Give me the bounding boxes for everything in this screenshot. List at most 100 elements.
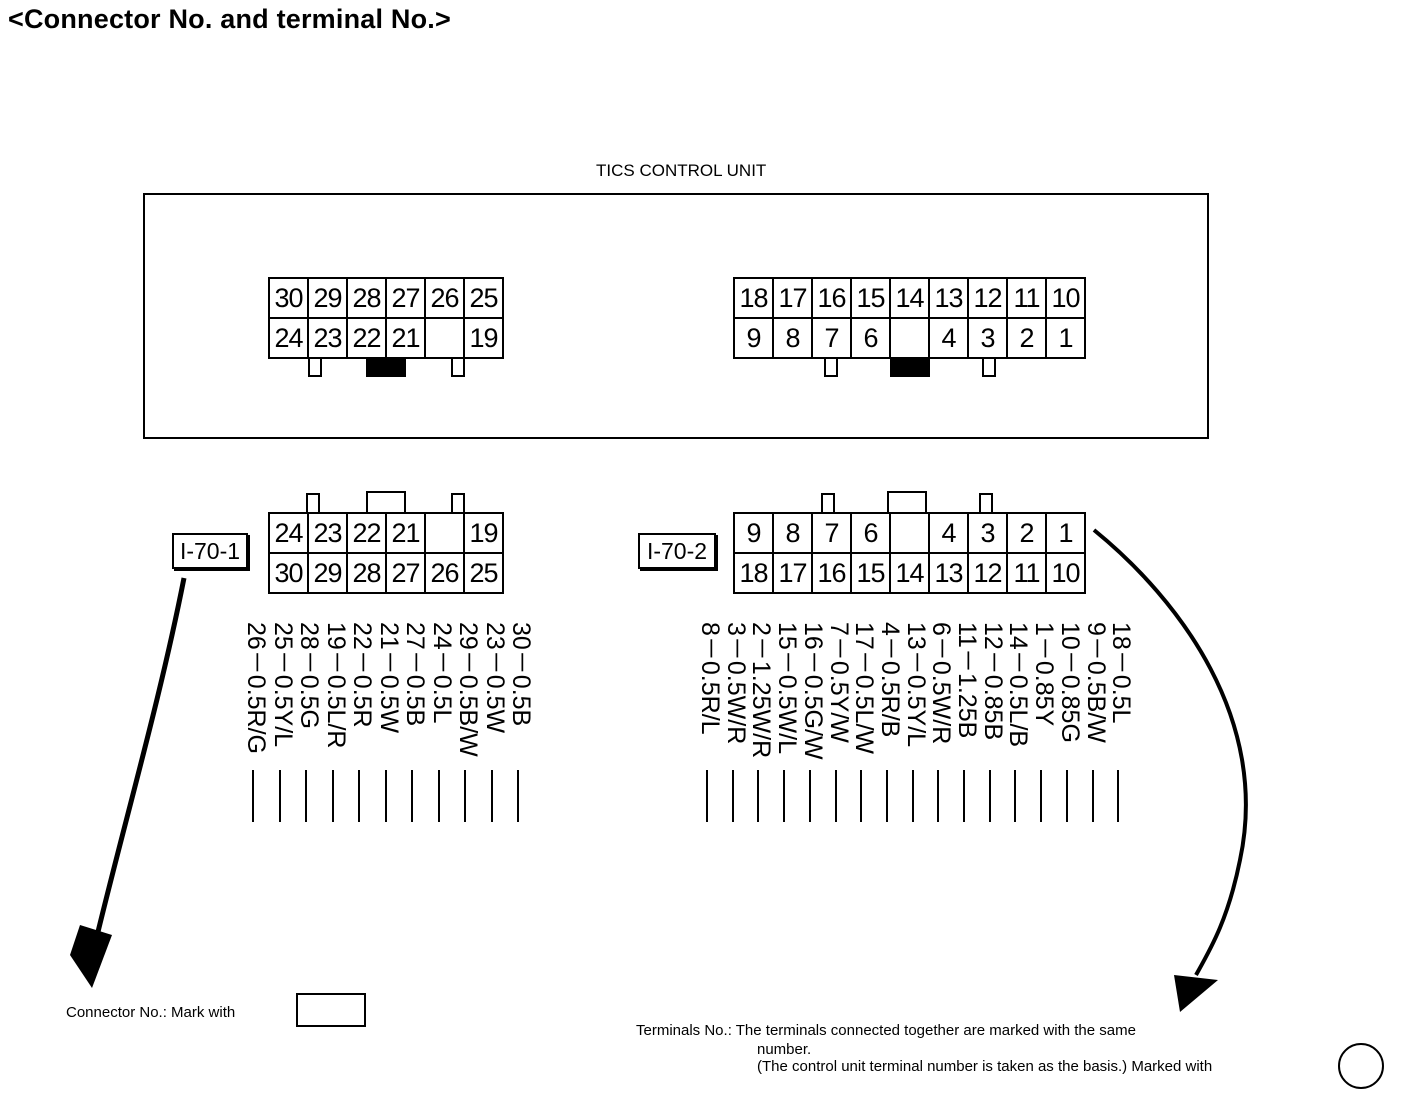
harness-2-wire-line [937, 770, 940, 822]
harness-1-wire-line [358, 770, 360, 822]
harness-2-wire-line [834, 770, 837, 822]
harness-1-wire-line [411, 770, 413, 822]
unit-left-terminal-23: 23 [307, 317, 348, 359]
connector-label-i70-2: I-70-2 [638, 533, 716, 569]
harness-2-tab-b-icon [979, 493, 993, 514]
unit-left-terminal-21: 21 [385, 317, 426, 359]
unit-left-tab-b-icon [451, 357, 465, 377]
harness-1-wire: 23－0.5W [481, 622, 517, 822]
harness-2-terminal-15: 15 [850, 552, 891, 594]
connector-no-note: Connector No.: Mark with [66, 1004, 236, 1021]
harness-1-wire-line [278, 770, 281, 822]
terminal-mark-circle-symbol [1338, 1043, 1384, 1089]
connector-mark-box-symbol [296, 993, 366, 1027]
unit-right-terminal-1: 1 [1045, 317, 1086, 359]
unit-left-terminal-27: 27 [385, 277, 426, 319]
harness-2-wire-line [911, 770, 914, 822]
harness-2-wire: 2－1.25W/R [747, 622, 783, 822]
harness-1-wire-line [517, 770, 519, 822]
harness-2-wire-line [1117, 770, 1120, 822]
connector-label-i70-1: I-70-1 [172, 533, 248, 569]
harness-1-wire-line [490, 770, 493, 822]
harness-1-tab-b-icon [451, 493, 465, 514]
harness-1-wire: 24－0.5L [428, 622, 464, 822]
unit-right-terminal-6: 6 [850, 317, 891, 359]
harness-2-wire-line [731, 770, 734, 822]
arrow-to-terminal-mark [1092, 528, 1248, 1012]
unit-left-tab-a-icon [308, 357, 322, 377]
harness-2-wire: 10－0.85G [1056, 622, 1092, 822]
unit-right-terminal-2: 2 [1006, 317, 1047, 359]
harness-2-lock-icon [887, 491, 927, 514]
unit-right-lock-icon [890, 357, 930, 377]
harness-2-wire: 16－0.5G/W [799, 622, 835, 822]
unit-left-terminal-29: 29 [307, 277, 348, 319]
terminals-note-line-1: Terminals No.: The terminals connected t… [636, 1022, 1136, 1039]
unit-right-terminal-8: 8 [772, 317, 813, 359]
harness-2-wire-line [885, 770, 888, 822]
terminals-note-line-3: (The control unit terminal number is tak… [757, 1058, 1213, 1075]
harness-1-wire-line [331, 770, 334, 822]
harness-2-wire-line [783, 770, 786, 822]
harness-2-terminal-10: 10 [1045, 552, 1086, 594]
unit-right-terminal-9: 9 [733, 317, 774, 359]
harness-2-wire-line [757, 770, 760, 822]
harness-2-wire: 4－0.5R/B [876, 622, 912, 822]
harness-2-wire: 12－0.85B [979, 622, 1015, 822]
harness-1-wire-line [384, 770, 387, 822]
harness-2-wire: 18－0.5L [1107, 622, 1143, 822]
harness-2-terminal-12: 12 [967, 552, 1008, 594]
harness-2-wire: 9－0.5B/W [1082, 622, 1118, 822]
harness-1-wire-line [305, 770, 307, 822]
harness-2-wire: 8－0.5R/L [696, 622, 732, 822]
harness-1-wire-line [252, 770, 254, 822]
harness-1-wire: 29－0.5B/W [454, 622, 490, 822]
unit-right-tab-a-icon [824, 357, 838, 377]
harness-1-wire: 27－0.5B [401, 622, 437, 822]
harness-2-tab-a-icon [821, 493, 835, 514]
unit-right-terminal-17: 17 [772, 277, 813, 319]
harness-2-terminal-16: 16 [811, 552, 852, 594]
harness-2-wire: 6－0.5W/R [927, 622, 963, 822]
unit-right-terminal-15: 15 [850, 277, 891, 319]
harness-2-wire-line [963, 770, 965, 822]
unit-left-terminal-19: 19 [463, 317, 504, 359]
unit-right-terminal-11: 11 [1006, 277, 1047, 319]
harness-2-wire: 13－0.5Y/L [902, 622, 938, 822]
harness-2-wire-line [706, 770, 708, 822]
harness-1-wire: 19－0.5L/R [322, 622, 358, 822]
harness-1-wire: 28－0.5G [295, 622, 331, 822]
harness-1-terminal-25: 25 [463, 552, 504, 594]
harness-2-wire-line [1091, 770, 1094, 822]
harness-2-terminal-11: 11 [1006, 552, 1047, 594]
harness-2-wire: 7－0.5Y/W [825, 622, 861, 822]
harness-1-tab-a-icon [306, 493, 320, 514]
harness-1-wire: 26－0.5R/G [242, 622, 278, 822]
harness-2-wire-line [1065, 770, 1068, 822]
harness-2-wire: 11－1.25B [953, 622, 989, 822]
harness-1-lock-icon [366, 491, 406, 514]
unit-right-tab-b-icon [982, 357, 996, 377]
unit-left-lock-icon [366, 357, 406, 377]
harness-1-wire: 30－0.5B [507, 622, 543, 822]
harness-2-wire-line [1040, 770, 1043, 822]
harness-2-wire-line [808, 770, 811, 822]
terminals-note-line-2: number. [757, 1041, 812, 1058]
harness-2-terminal-17: 17 [772, 552, 813, 594]
harness-2-wire: 14－0.5L/B [1004, 622, 1040, 822]
control-unit-outline [143, 193, 1209, 439]
unit-right-terminal-10: 10 [1045, 277, 1086, 319]
harness-1-wire: 21－0.5W [375, 622, 411, 822]
harness-2-wire: 17－0.5L/W [850, 622, 886, 822]
harness-2-wire-line [988, 770, 991, 822]
harness-2-wire-line [860, 770, 863, 822]
unit-right-terminal-4: 4 [928, 317, 969, 359]
harness-1-wire: 25－0.5Y/L [269, 622, 305, 822]
unit-left-terminal-25: 25 [463, 277, 504, 319]
arrow-to-connector-mark [70, 577, 187, 988]
harness-2-wire-line [1014, 770, 1017, 822]
harness-1-terminal-26: 26 [424, 552, 465, 594]
control-unit-label: TICS CONTROL UNIT [596, 161, 767, 180]
harness-2-terminal-7: 7 [811, 512, 852, 554]
